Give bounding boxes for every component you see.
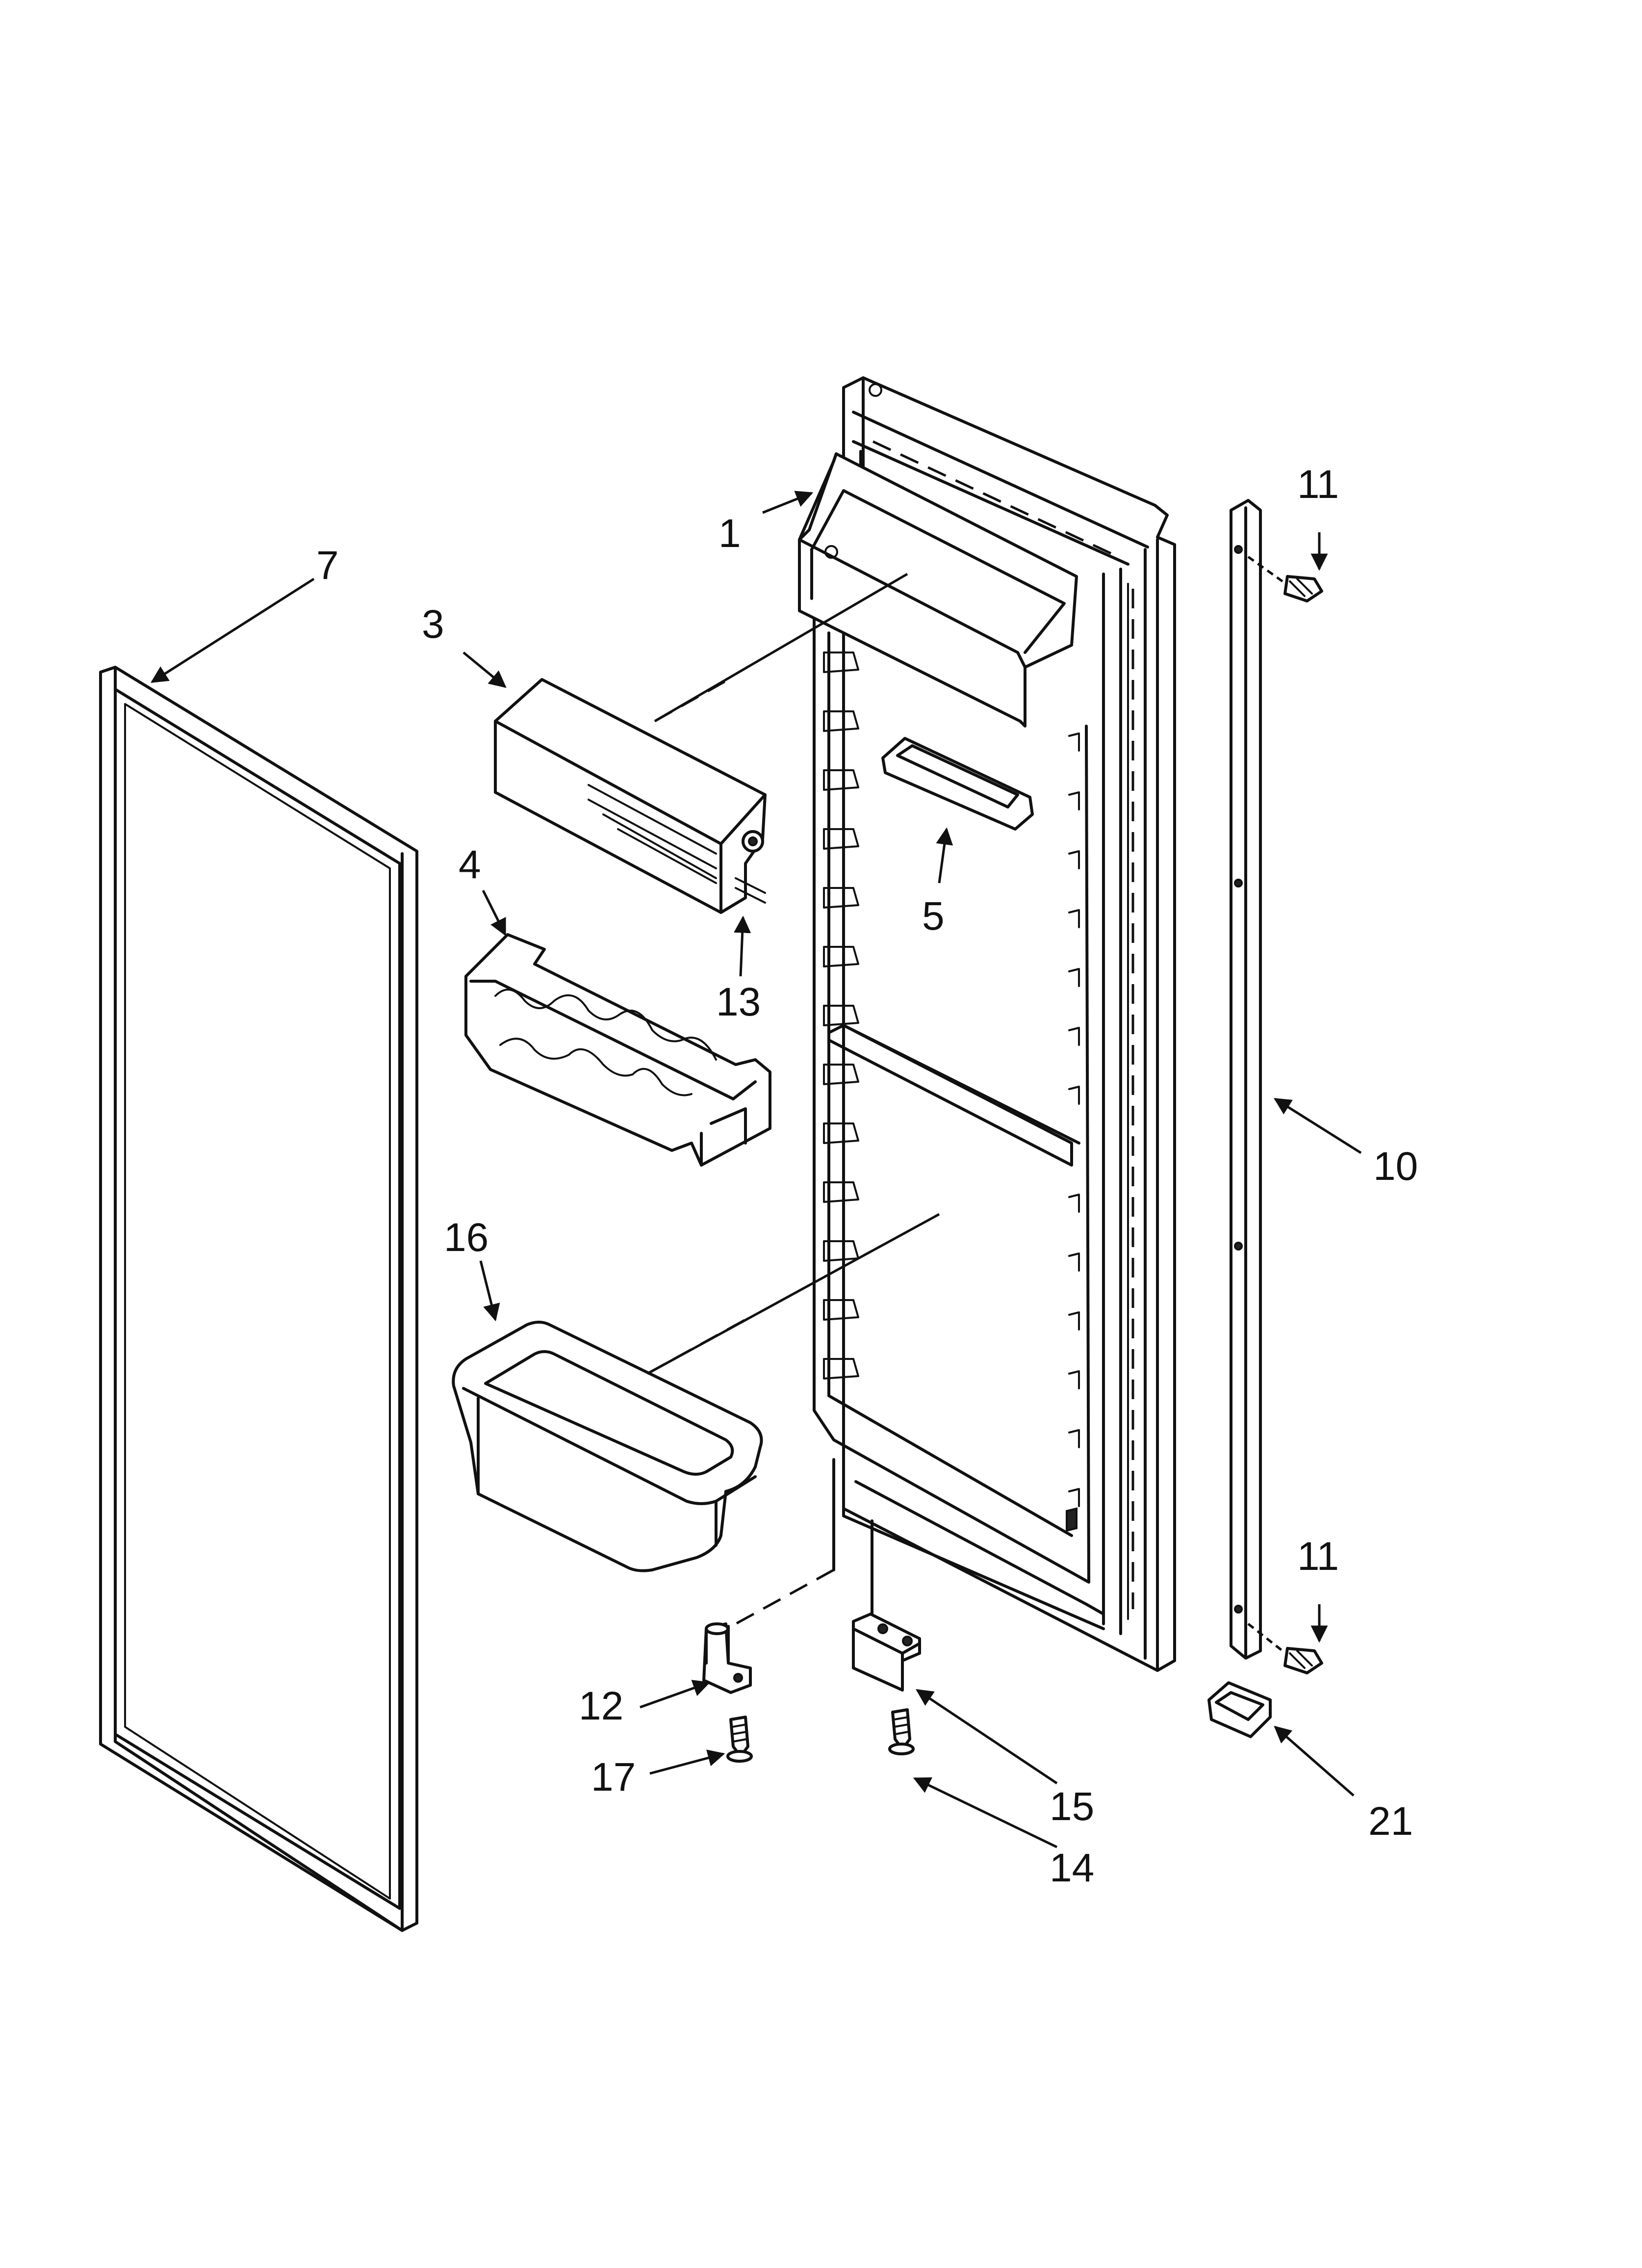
callout-1: 1 [718,511,741,556]
callout-3: 3 [422,602,444,647]
trim-screw-bottom [1247,1623,1323,1674]
egg-tray [464,933,771,1167]
callout-13: 13 [716,980,761,1024]
callout-4: 4 [459,842,481,887]
door-clip [1207,1681,1272,1738]
hinge-screw [726,1716,753,1763]
callout-7: 7 [316,543,339,588]
callout-5: 5 [922,894,945,938]
hinge-pin [702,1622,752,1694]
door-trim [1230,499,1262,1660]
hinge-bracket [852,1613,921,1692]
callout-labels: 1 3 4 5 7 10 11 11 12 13 14 15 16 17 21 [316,462,1418,1890]
door-gasket [99,666,418,1932]
callout-11-top: 11 [1297,462,1339,507]
trim-screw-top [1247,555,1323,602]
door-bin [452,1321,763,1572]
callout-12: 12 [579,1684,623,1728]
callout-21: 21 [1368,1799,1413,1844]
callout-16: 16 [444,1215,488,1260]
alignment-lines [646,573,940,1625]
callout-14: 14 [1050,1846,1094,1890]
callout-17: 17 [591,1755,636,1799]
callout-10: 10 [1373,1144,1418,1189]
dairy-compartment [494,678,767,914]
callout-15: 15 [1050,1784,1094,1829]
small-tray [881,737,1034,831]
leader-arrows [151,491,1362,1849]
bracket-screw [888,1708,915,1755]
callout-11-bottom: 11 [1297,1534,1339,1579]
door-liner [798,376,1176,1672]
